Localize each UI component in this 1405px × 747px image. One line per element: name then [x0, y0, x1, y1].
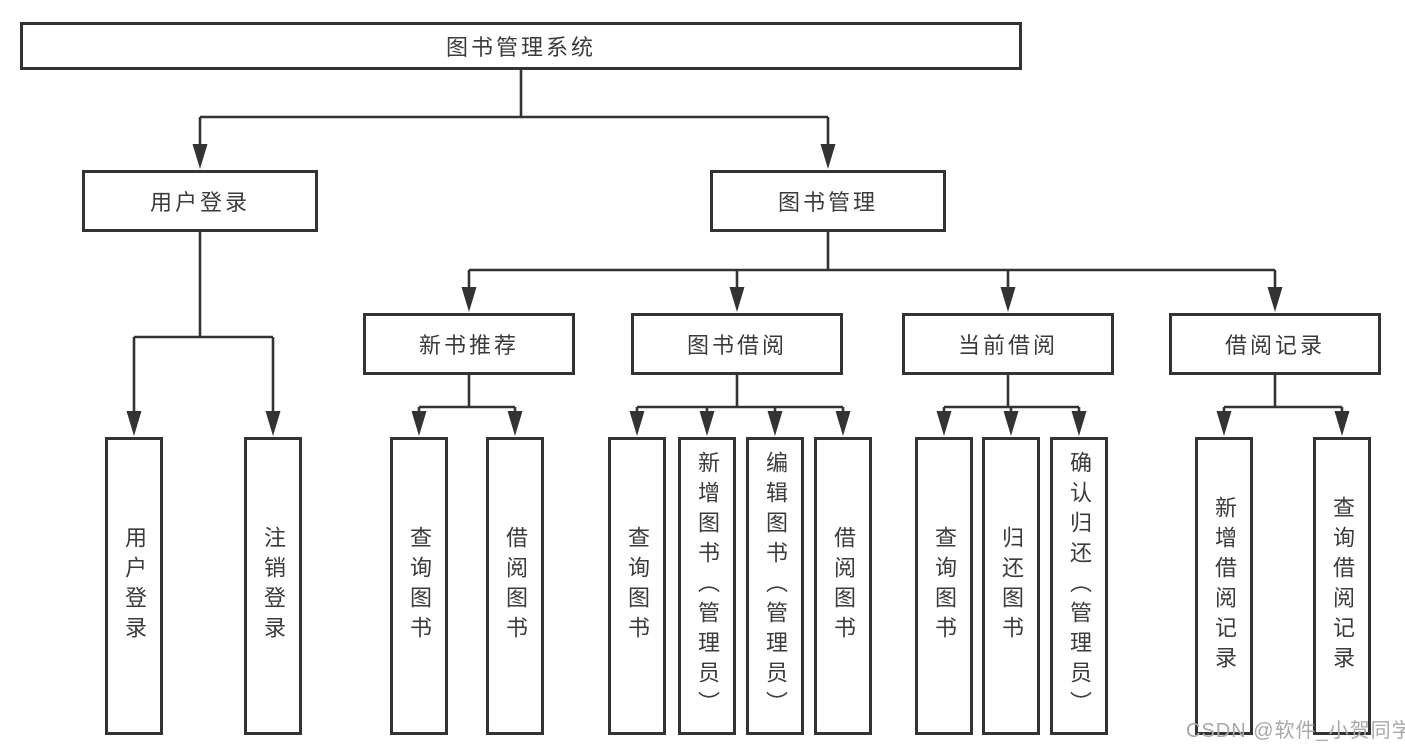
leaf-add-books-admin: 新增图书（管理员）: [678, 437, 736, 735]
leaf-add-borrow-record: 新增借阅记录: [1195, 437, 1253, 735]
node-current-borrow: 当前借阅: [902, 313, 1114, 375]
leaf-logout: 注销登录: [244, 437, 302, 735]
node-user-login: 用户登录: [82, 170, 318, 232]
leaf-borrow-books-label: 借阅图书: [831, 526, 856, 646]
leaf-recommend-query-books-label: 查询图书: [407, 526, 432, 646]
leaf-query-borrow-record: 查询借阅记录: [1313, 437, 1371, 735]
leaf-user-login: 用户登录: [105, 437, 163, 735]
leaf-return-books: 归还图书: [982, 437, 1040, 735]
leaf-logout-label: 注销登录: [261, 526, 286, 646]
node-library-system: 图书管理系统: [20, 22, 1022, 70]
leaf-edit-books-admin-label: 编辑图书（管理员）: [763, 451, 788, 721]
node-book-management: 图书管理: [710, 170, 946, 232]
leaf-current-query-books: 查询图书: [915, 437, 973, 735]
node-borrow-records: 借阅记录: [1169, 313, 1381, 375]
leaf-recommend-query-books: 查询图书: [390, 437, 448, 735]
leaf-recommend-borrow-books: 借阅图书: [486, 437, 544, 735]
node-book-borrow: 图书借阅: [631, 313, 843, 375]
leaf-add-books-admin-label: 新增图书（管理员）: [695, 451, 720, 721]
leaf-current-query-books-label: 查询图书: [932, 526, 957, 646]
leaf-borrow-books: 借阅图书: [814, 437, 872, 735]
csdn-watermark: CSDN @软件_小贺同学: [1186, 720, 1405, 742]
leaf-borrow-query-books: 查询图书: [608, 437, 666, 735]
leaf-query-borrow-record-label: 查询借阅记录: [1330, 496, 1355, 676]
leaf-confirm-return-admin-label: 确认归还（管理员）: [1067, 451, 1092, 721]
node-new-book-recommend: 新书推荐: [363, 313, 575, 375]
leaf-borrow-query-books-label: 查询图书: [625, 526, 650, 646]
leaf-return-books-label: 归还图书: [999, 526, 1024, 646]
leaf-user-login-label: 用户登录: [122, 526, 147, 646]
leaf-add-borrow-record-label: 新增借阅记录: [1212, 496, 1237, 676]
leaf-recommend-borrow-books-label: 借阅图书: [503, 526, 528, 646]
leaf-confirm-return-admin: 确认归还（管理员）: [1050, 437, 1108, 735]
leaf-edit-books-admin: 编辑图书（管理员）: [746, 437, 804, 735]
